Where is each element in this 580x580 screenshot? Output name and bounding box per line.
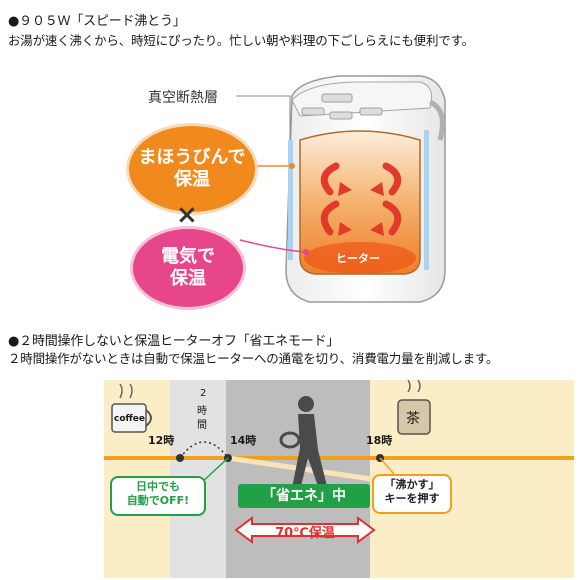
insulation-label: 真空断熱層 — [148, 90, 218, 106]
lid-button-3 — [329, 111, 353, 120]
arrow-upper-right — [382, 162, 402, 196]
auto-off-line2: 自動でOFF! — [126, 494, 190, 507]
vacuum-strip-right — [424, 130, 429, 270]
bubble1-line1: まほうびんで — [138, 147, 246, 168]
auto-off-line1: 日中でも — [136, 480, 180, 493]
jar-label: 茶 — [406, 411, 420, 427]
resume-line1: 「沸かす」 — [384, 478, 440, 491]
arrow-lower-left — [320, 200, 340, 236]
pot-handle — [428, 99, 445, 141]
resume-callout: 「沸かす」 キーを押す — [372, 474, 452, 514]
walking-person-icon — [279, 396, 328, 492]
gap-line1: 2 — [200, 388, 207, 399]
section2-description: ２時間操作がないときは自動で保温ヒーターへの通電を切り、消費電力量を削減します。 — [8, 351, 499, 366]
section1-heading: ●９０５Ｗ「スピード沸とう」 — [8, 14, 186, 29]
bubble2-line1: 電気で — [161, 246, 215, 267]
coffee-cup-icon — [111, 383, 152, 433]
tea-jar-icon — [397, 380, 431, 435]
time-14-label: 14時 — [230, 434, 257, 447]
arrow-lower-right — [382, 200, 402, 236]
temp-label: 70℃保温 — [275, 526, 335, 541]
time-12-label: 12時 — [148, 434, 175, 447]
pot-illustration — [236, 75, 446, 303]
auto-off-callout: 日中でも 自動でOFF! — [110, 476, 206, 516]
bubble1-line2: 保温 — [174, 169, 210, 190]
gap-line2: 時 — [197, 406, 207, 417]
lid-button-2 — [301, 107, 325, 116]
vacuum-strip-left — [288, 140, 293, 260]
gap-line3: 間 — [197, 420, 207, 431]
eco-mode-badge: 「省エネ」中 — [238, 484, 370, 508]
electric-keep-warm-bubble: 電気で 保温 — [130, 226, 246, 310]
time-18-label: 18時 — [366, 434, 393, 447]
arrow-upper-left — [320, 162, 340, 196]
insulation-leader — [236, 95, 291, 140]
section1-description: お湯が速く沸くから、時短にぴったり。忙しい朝や料理の下ごしらえにも便利です。 — [8, 33, 474, 48]
resume-connector — [379, 457, 395, 475]
bubble2-connector — [239, 239, 307, 253]
lid-button-4 — [359, 107, 383, 116]
resume-line2: キーを押す — [384, 492, 440, 505]
marker-12 — [176, 454, 184, 462]
times-symbol: × — [176, 200, 198, 230]
bubble2-line2: 保温 — [170, 268, 206, 289]
lid-button-1 — [321, 93, 353, 103]
timeline-svg — [104, 380, 574, 544]
thermos-keep-warm-bubble: まほうびんで 保温 — [126, 123, 258, 215]
heater-glow — [304, 242, 416, 274]
two-hour-arc — [179, 441, 229, 459]
cup-label: coffee — [114, 414, 146, 424]
heater-label: ヒーター — [336, 252, 380, 265]
temp-arrow — [234, 516, 376, 544]
section2-heading: ●２時間操作しないと保温ヒーターオフ「省エネモード」 — [8, 334, 340, 349]
